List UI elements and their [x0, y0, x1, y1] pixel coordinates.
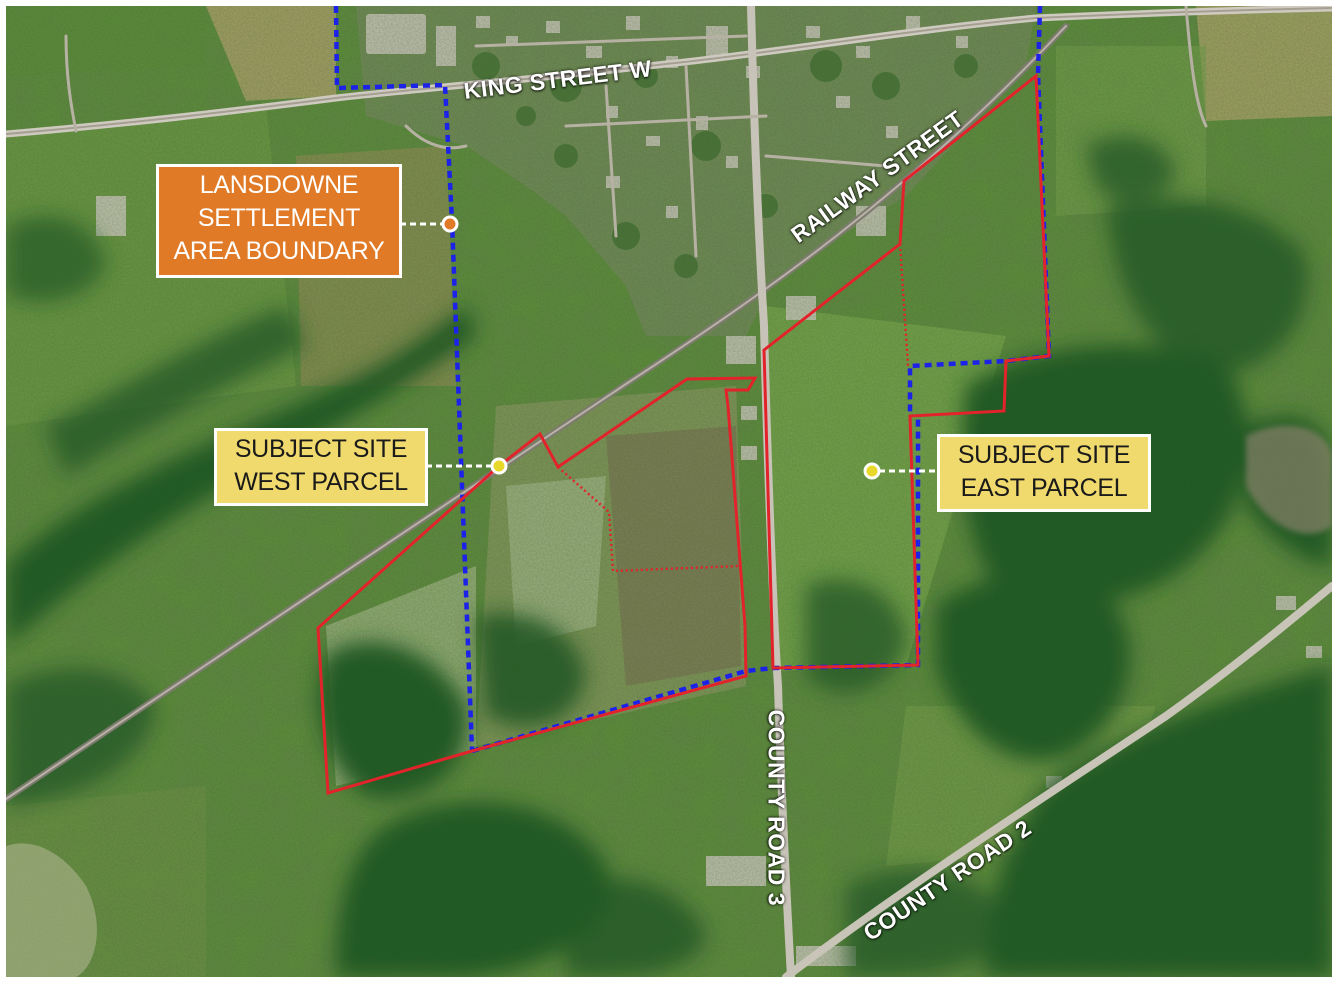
west-callout-line-1: SUBJECT SITE: [234, 435, 408, 463]
settlement-callout-line-1: LANSDOWNE: [199, 171, 359, 199]
settlement-marker: [441, 215, 459, 233]
east-callout-line-2: EAST PARCEL: [960, 474, 1128, 502]
west-parcel-marker: [490, 457, 508, 475]
east-parcel-callout: SUBJECT SITE EAST PARCEL: [937, 434, 1151, 512]
aerial-map: KING STREET W RAILWAY STREET COUNTY ROAD…: [6, 6, 1332, 977]
road-label-county-road-3: COUNTY ROAD 3: [763, 709, 790, 907]
west-callout-line-2: WEST PARCEL: [234, 468, 408, 496]
settlement-boundary-callout: LANSDOWNE SETTLEMENT AREA BOUNDARY: [156, 164, 402, 278]
leaders: [400, 222, 938, 473]
east-callout-line-1: SUBJECT SITE: [957, 441, 1131, 469]
settlement-callout-line-3: AREA BOUNDARY: [173, 237, 385, 265]
subject-site-boundaries: [316, 72, 1051, 795]
river-flat: [6, 843, 97, 977]
east-parcel-marker: [863, 462, 881, 480]
west-parcel-callout: SUBJECT SITE WEST PARCEL: [214, 428, 428, 506]
wetland: [1246, 425, 1332, 534]
settlement-callout-line-2: SETTLEMENT: [197, 204, 361, 232]
